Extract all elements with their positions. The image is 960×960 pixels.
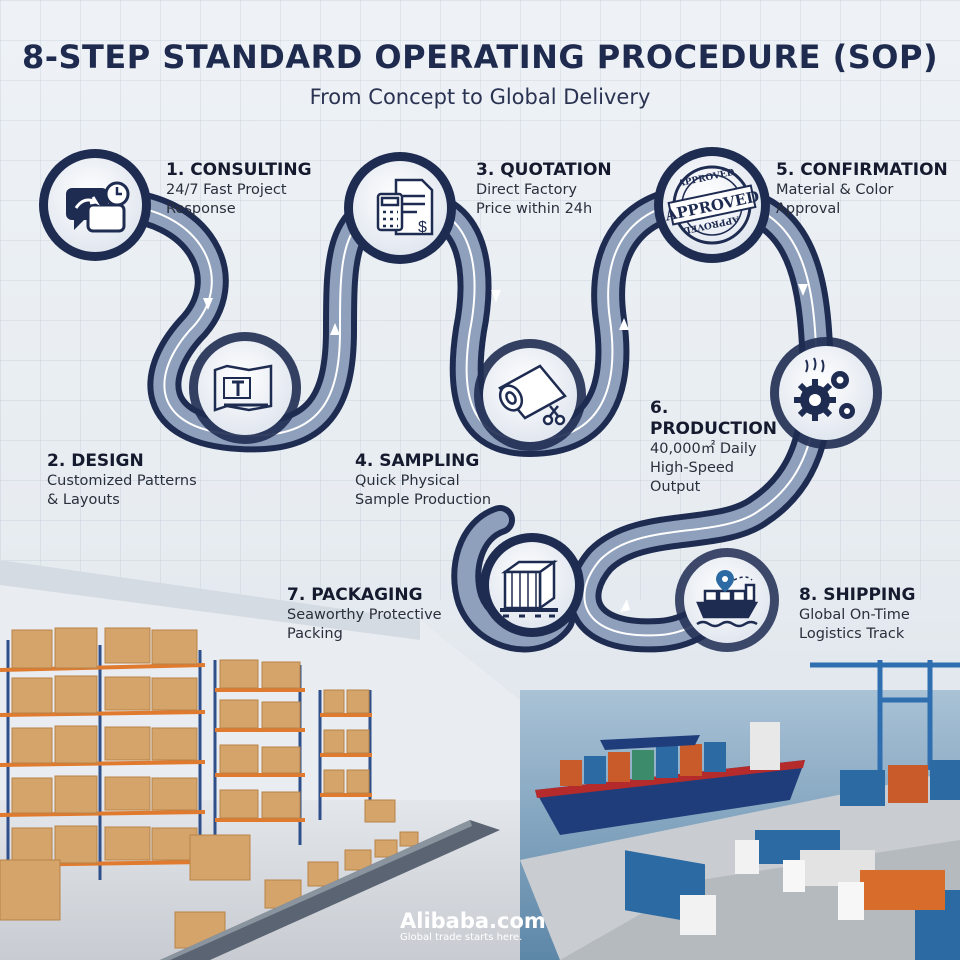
crate-icon (500, 559, 558, 618)
step-disc-2 (189, 332, 301, 444)
step-1-desc-line1: 24/7 Fast Project (166, 182, 287, 198)
gears-icon (794, 357, 855, 421)
step-2-title: 2. DESIGN (47, 451, 144, 471)
step-7-title: 7. PACKAGING (287, 585, 423, 605)
page-title: 8-STEP STANDARD OPERATING PROCEDURE (SOP… (21, 38, 939, 76)
fabric-roll-scissors-icon (498, 364, 567, 426)
warehouse-scene (0, 560, 520, 960)
step-1: 1. CONSULTING 24/7 Fast Project Response (166, 160, 312, 219)
step-6-number: 6. (650, 398, 669, 418)
step-8-desc-line2: Logistics Track (799, 626, 905, 642)
calculator-invoice-icon: $ (376, 178, 434, 236)
step-disc-7 (480, 533, 584, 637)
step-8-desc-line1: Global On-Time (799, 607, 910, 623)
step-5-desc-line1: Material & Color (776, 182, 894, 198)
flow-arrows (203, 284, 808, 612)
brand-tagline: Global trade starts here. (400, 932, 523, 943)
step-5: 5. CONFIRMATION Material & Color Approva… (776, 160, 948, 219)
chat-clock-icon (66, 181, 130, 233)
step-disc-6 (770, 337, 882, 449)
step-7-desc-line1: Seaworthy Protective (287, 607, 442, 623)
step-disc-3: $ (344, 152, 456, 264)
step-2-desc-line2: & Layouts (47, 492, 120, 508)
step-2-desc-line1: Customized Patterns (47, 473, 197, 489)
step-1-desc-line2: Response (166, 201, 236, 217)
step-disc-5: APPROVED APPROVED APPROVED (654, 147, 770, 263)
step-disc-8 (675, 548, 779, 652)
step-6-desc-line1: 40,000㎡ Daily (650, 441, 757, 457)
step-3: 3. QUOTATION Direct Factory Price within… (476, 160, 612, 219)
step-8-title: 8. SHIPPING (799, 585, 916, 605)
svg-text:$: $ (418, 219, 427, 236)
step-5-title: 5. CONFIRMATION (776, 160, 948, 180)
step-4-desc-line2: Sample Production (355, 492, 492, 508)
step-4: 4. SAMPLING Quick Physical Sample Produc… (355, 451, 491, 510)
blueprint-icon (213, 364, 273, 412)
step-3-desc-line1: Direct Factory (476, 182, 577, 198)
step-1-title: 1. CONSULTING (166, 160, 312, 180)
port-scene (520, 660, 960, 960)
step-5-desc-line2: Approval (776, 201, 841, 217)
step-3-title: 3. QUOTATION (476, 160, 612, 180)
cargo-ship-icon (696, 570, 759, 628)
step-6-title: PRODUCTION (650, 419, 777, 439)
brand-logo: Alibaba.com Global trade starts here. (400, 910, 546, 943)
step-8: 8. SHIPPING Global On-Time Logistics Tra… (799, 585, 915, 644)
step-7-desc-line2: Packing (287, 626, 343, 642)
step-6: 6. PRODUCTION 40,000㎡ Daily High-Speed O… (650, 398, 777, 497)
step-6-desc-line3: Output (650, 479, 701, 495)
step-6-desc-line2: High-Speed (650, 460, 735, 476)
step-disc-4 (474, 339, 586, 451)
step-2: 2. DESIGN Customized Patterns & Layouts (47, 451, 197, 510)
step-7: 7. PACKAGING Seaworthy Protective Packin… (287, 585, 442, 644)
page-subtitle: From Concept to Global Delivery (309, 85, 651, 109)
step-disc-1 (39, 149, 151, 261)
step-4-title: 4. SAMPLING (355, 451, 480, 471)
brand-name: Alibaba.com (400, 909, 546, 933)
step-4-desc-line1: Quick Physical (355, 473, 460, 489)
step-3-desc-line2: Price within 24h (476, 201, 593, 217)
